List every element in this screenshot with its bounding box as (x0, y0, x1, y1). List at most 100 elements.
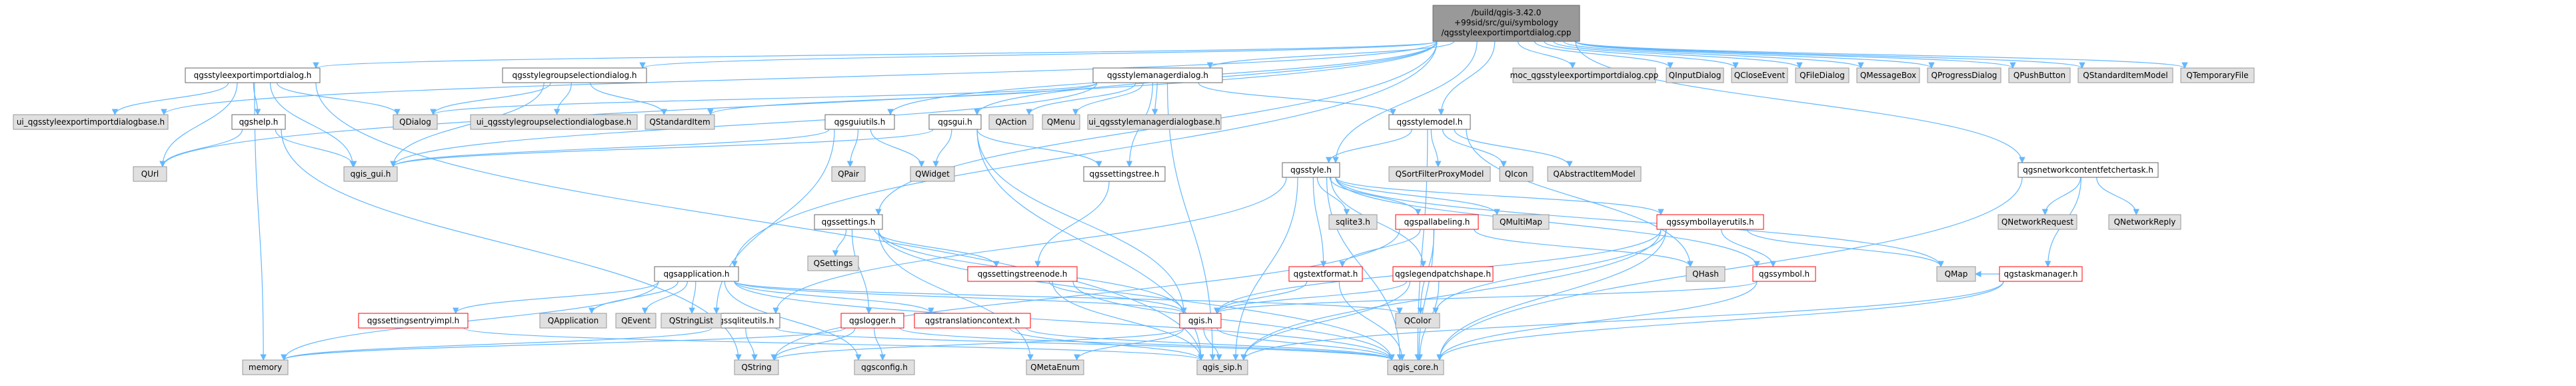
edge-root-to-qinputdialog (1534, 41, 1674, 69)
node-qgis_h[interactable]: qgis.h (1179, 313, 1222, 329)
node-symbollayerutils_h[interactable]: qgssymbollayerutils.h (1656, 214, 1764, 230)
node-sqliteutils_h[interactable]: qgssqliteutils.h (707, 313, 780, 329)
node-pallabeling_h[interactable]: qgspallabeling.h (1395, 214, 1479, 230)
node-settingstreenode_h[interactable]: qgssettingstreenode.h (967, 266, 1078, 282)
node-label-qcolor: QColor (1404, 316, 1432, 325)
node-qgsgui_h[interactable]: qgsgui.h (928, 114, 982, 130)
node-qdialog[interactable]: QDialog (393, 114, 438, 130)
edge-qgsstyle_h-to-qgis_sip (1232, 177, 1298, 361)
node-label-qstringlist: QStringList (669, 316, 714, 325)
edge-symbollayerutils_h-to-qgis_sip (1240, 229, 1662, 361)
node-netcontent_h[interactable]: qgsnetworkcontentfetchertask.h (2017, 162, 2159, 178)
node-textformat_h[interactable]: qgstextformat.h (1288, 266, 1363, 282)
node-box-qsettings (807, 255, 859, 271)
edge-qgsstyle_h-to-qmultimap (1335, 177, 1500, 215)
node-label-qmessagebox: QMessageBox (1860, 71, 1916, 80)
edge-application_h-to-qevent (641, 281, 688, 314)
node-qcolor[interactable]: QColor (1395, 313, 1440, 329)
node-qpair[interactable]: QPair (831, 166, 866, 182)
node-qsettings[interactable]: QSettings (807, 255, 859, 271)
node-qfiledialog[interactable]: QFileDialog (1795, 67, 1850, 83)
node-box-symbollayerutils_h (1656, 214, 1764, 230)
edge-root-to-qtemporaryfile (1575, 41, 2188, 69)
node-qgis_gui[interactable]: qgis_gui.h (343, 166, 398, 182)
node-qgis_core[interactable]: qgis_core.h (1387, 359, 1444, 375)
node-qaction[interactable]: QAction (988, 114, 1034, 130)
node-qgis_sip[interactable]: qgis_sip.h (1196, 359, 1248, 375)
node-taskmanager_h[interactable]: qgstaskmanager.h (1999, 266, 2083, 282)
node-managerdialog_h[interactable]: qgsstylemanagerdialog.h (1092, 67, 1223, 83)
node-label-sqlite3: sqlite3.h (1336, 217, 1370, 227)
node-ui_exportimport[interactable]: ui_qgsstyleexportimportdialogbase.h (13, 114, 169, 130)
node-box-qmenu (1042, 114, 1080, 130)
node-qstandarditem[interactable]: QStandardItem (644, 114, 715, 130)
node-qsortfilterproxymodel[interactable]: QSortFilterProxyModel (1388, 166, 1491, 182)
node-ui_groupselection[interactable]: ui_qgsstylegroupselectiondialogbase.h (470, 114, 638, 130)
node-label-qgsstyle_h: qgsstyle.h (1290, 165, 1332, 175)
node-qstringlist[interactable]: QStringList (660, 313, 722, 329)
node-qhash[interactable]: QHash (1686, 266, 1726, 282)
edge-qgsstyle_h-to-symbollayerutils_h (1335, 177, 1664, 215)
node-qicon[interactable]: QIcon (1499, 166, 1534, 182)
node-sentryimpl_h[interactable]: qgssettingsentryimpl.h (358, 313, 469, 329)
node-memory[interactable]: memory (242, 359, 289, 375)
edge-qgshelp_h-to-qgis_gui (275, 129, 357, 167)
node-qcloseevent[interactable]: QCloseEvent (1731, 67, 1788, 83)
node-qmetaenum[interactable]: QMetaEnum (1026, 359, 1084, 375)
node-qgsguiutils_h[interactable]: qgsguiutils.h (824, 114, 895, 130)
node-qtemporaryfile[interactable]: QTemporaryFile (2180, 67, 2255, 83)
node-qgssymbol_h[interactable]: qgssymbol.h (1752, 266, 1816, 282)
edge-qgis_h-to-qmetaenum (1073, 327, 1184, 361)
edge-pallabeling_h-to-qgis_core (1416, 229, 1434, 361)
node-stylemodel_h[interactable]: qgsstylemodel.h (1388, 114, 1471, 130)
node-label-qgsconfig_h: qgsconfig.h (861, 363, 908, 372)
node-qgssettings_h[interactable]: qgssettings.h (814, 214, 883, 230)
node-qpushbutton[interactable]: QPushButton (2008, 67, 2071, 83)
node-qmenu[interactable]: QMenu (1042, 114, 1080, 130)
node-box-qmetaenum (1026, 359, 1084, 375)
node-moc[interactable]: moc_qgsstyleexportimportdialog.cpp (1510, 67, 1659, 83)
node-qapplication[interactable]: QApplication (539, 313, 607, 329)
node-legendpatch_h[interactable]: qgslegendpatchshape.h (1392, 266, 1494, 282)
node-qmessagebox[interactable]: QMessageBox (1856, 67, 1920, 83)
node-qstandarditemmodel[interactable]: QStandardItemModel (2077, 67, 2173, 83)
node-application_h[interactable]: qgsapplication.h (654, 266, 739, 282)
node-ui_manager[interactable]: ui_qgsstylemanagerdialogbase.h (1087, 114, 1222, 130)
node-qnetworkrequest[interactable]: QNetworkRequest (1997, 214, 2077, 230)
edge-exportimport_h-to-qgshelp_h (253, 82, 261, 115)
node-qevent[interactable]: QEvent (615, 313, 656, 329)
edge-managerdialog_h-to-stylemodel_h (1198, 82, 1396, 115)
node-qmap[interactable]: QMap (1936, 266, 1976, 282)
node-box-qaction (988, 114, 1034, 130)
node-translation_h[interactable]: qgstranslationcontext.h (914, 313, 1031, 329)
node-qgslogger_h[interactable]: qgslogger.h (840, 313, 904, 329)
node-box-pallabeling_h (1395, 214, 1479, 230)
node-box-qfiledialog (1795, 67, 1850, 83)
node-exportimport_h[interactable]: qgsstyleexportimportdialog.h (185, 67, 321, 83)
node-qinputdialog[interactable]: QInputDialog (1666, 67, 1724, 83)
node-groupselection_h[interactable]: qgsstylegroupselectiondialog.h (502, 67, 647, 83)
node-box-qstring (734, 359, 779, 375)
edge-qgsguiutils_h-to-qpair (846, 129, 859, 167)
node-qgsconfig_h[interactable]: qgsconfig.h (854, 359, 915, 375)
node-box-qurl (133, 166, 167, 182)
node-qstring[interactable]: QString (734, 359, 779, 375)
node-qgsstyle_h[interactable]: qgsstyle.h (1282, 162, 1340, 178)
node-root[interactable]: /build/qgis-3.42.0+99sid/src/gui/symbolo… (1432, 5, 1580, 42)
edge-settingstree_h-to-settingstreenode_h (1034, 181, 1110, 267)
node-box-qstandarditem (644, 114, 715, 130)
node-label-qgis_core: qgis_core.h (1393, 363, 1438, 372)
node-qabstractitemmodel[interactable]: QAbstractItemModel (1547, 166, 1642, 182)
node-qurl[interactable]: QUrl (133, 166, 167, 182)
node-settingstree_h[interactable]: qgssettingstree.h (1083, 166, 1166, 182)
node-qnetworkreply[interactable]: QNetworkReply (2108, 214, 2181, 230)
node-box-qwidget (910, 166, 955, 182)
node-qgshelp_h[interactable]: qgshelp.h (231, 114, 286, 130)
node-qprogressdialog[interactable]: QProgressDialog (1927, 67, 2001, 83)
node-qmultimap[interactable]: QMultiMap (1492, 214, 1550, 230)
node-sqlite3[interactable]: sqlite3.h (1328, 214, 1378, 230)
node-qwidget[interactable]: QWidget (910, 166, 955, 182)
edge-groupselection_h-to-ui_groupselection (553, 82, 572, 115)
node-box-groupselection_h (502, 67, 647, 83)
